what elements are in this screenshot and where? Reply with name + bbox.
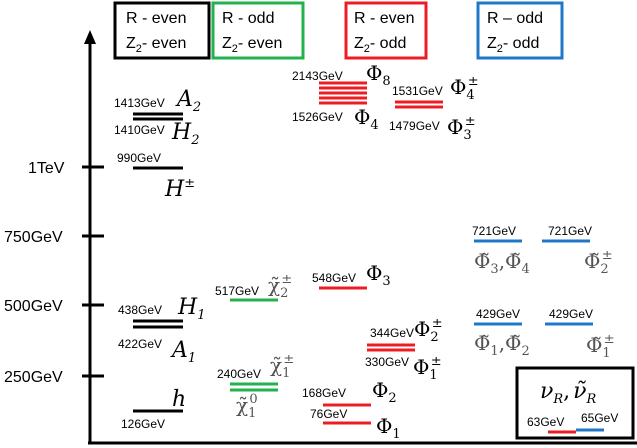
symbol-h: h xyxy=(172,387,186,412)
symbol-Phi3pm: Φ3± xyxy=(447,114,476,143)
symbol-Phi4: Φ4 xyxy=(354,105,379,133)
symbol-Phi2: Φ2 xyxy=(372,378,397,406)
mass-A2: 1413GeV xyxy=(114,96,165,110)
header-line2: - odd xyxy=(503,35,539,52)
symbol-tPhi1pm: Φ̃1± xyxy=(586,332,615,361)
svg-text:Z2- odd: Z2- odd xyxy=(487,35,539,55)
symbol-H2: H2 xyxy=(171,120,199,148)
header-line2: - even xyxy=(238,35,282,52)
mass-Phi3pm: 1479GeV xyxy=(389,119,440,133)
tick-label-250: 250GeV xyxy=(4,369,63,386)
tick-label-1tev: 1TeV xyxy=(28,160,65,177)
symbol-tPhi12: Φ̃1,Φ̃2 xyxy=(474,331,530,359)
symbol-A2: A2 xyxy=(175,87,201,115)
mass-chi2: 517GeV xyxy=(215,284,259,298)
mass-Phi8: 2143GeV xyxy=(292,69,343,83)
mass-Phi4: 1526GeV xyxy=(292,110,343,124)
header-line1: R - odd xyxy=(222,10,274,27)
tick-label-750: 750GeV xyxy=(4,229,63,246)
header-z: Z xyxy=(487,35,497,52)
header-z: Z xyxy=(126,35,136,52)
mass-Hpm: 990GeV xyxy=(117,151,161,165)
header-r-odd-z2-odd: R – odd Z2- odd xyxy=(476,1,564,60)
symbol-tPhi34: Φ̃3,Φ̃4 xyxy=(474,249,530,277)
header-r-odd-z2-even: R - odd Z2- even xyxy=(211,1,305,60)
header-z-sub: 2 xyxy=(497,43,503,55)
mass-nuR: 63GeV xyxy=(527,415,564,429)
mass-chi1: 240GeV xyxy=(217,367,261,381)
neutrino-box: νR,ν̃R 63GeV 65GeV xyxy=(515,366,635,440)
mass-H1: 438GeV xyxy=(118,303,162,317)
symbol-Phi4pm: Φ4± xyxy=(450,74,479,103)
column-even-even: 1413GeV A2 1410GeV H2 990GeV H± 438GeV H… xyxy=(114,87,205,431)
mass-tPhi34: 721GeV xyxy=(472,224,516,238)
symbol-Phi2pm: Φ2± xyxy=(414,316,443,345)
mass-H2: 1410GeV xyxy=(114,123,165,137)
column-odd-odd: 721GeV Φ̃3,Φ̃4 721GeV Φ̃2± 429GeV Φ̃1,Φ̃… xyxy=(472,224,615,361)
symbol-H1: H1 xyxy=(177,295,205,323)
symbol-tPhi2pm: Φ̃2± xyxy=(584,248,613,277)
header-line2: - even xyxy=(142,35,186,52)
tick-label-500: 500GeV xyxy=(4,298,63,315)
mass-tPhi2pm: 721GeV xyxy=(548,224,592,238)
symbol-chi1: χ̃1± xyxy=(270,352,294,381)
mass-A1: 422GeV xyxy=(118,337,162,351)
axis-arrow-icon xyxy=(84,30,96,44)
symbol-Phi1pm: Φ1± xyxy=(413,354,442,383)
header-z-sub: 2 xyxy=(364,43,370,55)
mass-tPhi1pm: 429GeV xyxy=(549,307,593,321)
header-line1: R - even xyxy=(354,10,414,27)
svg-text:Z2- even: Z2- even xyxy=(222,35,282,55)
symbol-Phi1: Φ1 xyxy=(376,414,401,442)
svg-text:Z2- even: Z2- even xyxy=(126,35,186,55)
header-z-sub: 2 xyxy=(136,43,142,55)
symbol-chi2: χ̃2± xyxy=(268,272,292,301)
mass-h: 126GeV xyxy=(121,417,165,431)
symbol-nuR: νR,ν̃R xyxy=(540,379,597,407)
column-even-odd: 2143GeV Φ8 1526GeV Φ4 1531GeV Φ4± 1479Ge… xyxy=(292,61,479,442)
header-z-sub: 2 xyxy=(232,43,238,55)
mass-Phi2pm: 344GeV xyxy=(370,326,414,340)
column-odd-even: 517GeV χ̃2± 240GeV χ̃1± χ̃10 xyxy=(215,272,294,421)
symbol-chi10: χ̃10 xyxy=(236,392,258,421)
mass-nuRt: 65GeV xyxy=(581,411,618,425)
axis-ticks: 250GeV 500GeV 750GeV 1TeV xyxy=(4,160,104,386)
mass-Phi1pm: 330GeV xyxy=(365,355,409,369)
symbol-A1: A1 xyxy=(170,338,196,366)
symbol-Phi3: Φ3 xyxy=(366,261,391,289)
header-z: Z xyxy=(354,35,364,52)
mass-Phi1: 76GeV xyxy=(310,407,347,421)
mass-tPhi12: 429GeV xyxy=(476,307,520,321)
mass-Phi4pm: 1531GeV xyxy=(392,84,443,98)
header-line2: - odd xyxy=(370,35,406,52)
mass-Phi3: 548GeV xyxy=(312,271,356,285)
mass-Phi2: 168GeV xyxy=(302,386,346,400)
header-z: Z xyxy=(222,35,232,52)
header-r-even-z2-odd: R - even Z2- odd xyxy=(344,1,428,60)
header-r-even-z2-even: R - even Z2- even xyxy=(113,1,211,60)
symbol-Hpm: H± xyxy=(164,176,195,202)
svg-text:Z2- odd: Z2- odd xyxy=(354,35,406,55)
symbol-Phi8: Φ8 xyxy=(366,61,391,89)
header-line1: R – odd xyxy=(487,10,543,27)
header-line1: R - even xyxy=(126,10,186,27)
